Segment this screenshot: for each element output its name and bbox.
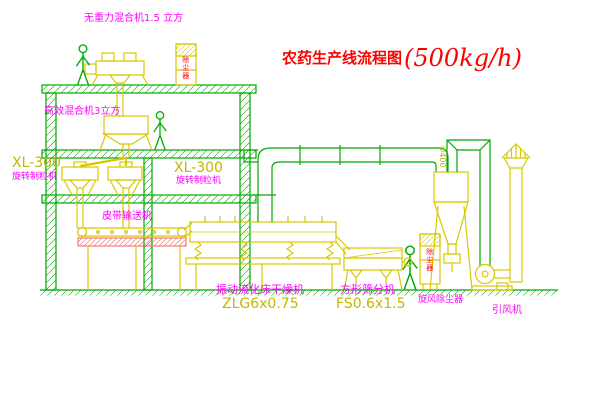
label-dryer-name: 振动流化床干燥机 [216, 283, 304, 296]
granulator-mid [107, 161, 143, 228]
cabinet-top-text: 除尘器 [181, 56, 190, 80]
label-dryer-model: ZLG6x0.75 [222, 296, 299, 312]
granulator-left [61, 161, 99, 228]
induced-draft-fan [471, 263, 513, 291]
label-fan: 引风机 [492, 305, 522, 316]
label-sieve-model: FS0.6x1.5 [336, 296, 406, 312]
label-belt-conveyor: 皮带输送机 [102, 211, 152, 222]
cabinet-right-text: 除尘器 [425, 248, 434, 272]
label-granulator-left-name: 旋转制粒机 [12, 172, 58, 182]
fluid-bed-dryer [183, 216, 351, 290]
exhaust-duct [243, 145, 449, 222]
top-mixer [84, 52, 149, 116]
worker-figure [153, 111, 167, 151]
label-granulator-mid-name: 旋转制粒机 [176, 176, 222, 186]
worker-figure [402, 245, 418, 291]
label-sieve-name: 方形筛分机 [340, 283, 395, 296]
building-structure [41, 84, 257, 291]
dust-collector-cabinet-top [175, 43, 197, 86]
exhaust-stack [501, 143, 531, 283]
worker-figure [75, 44, 91, 86]
label-top-mixer: 无重力混合机1.5 立方 [84, 13, 184, 24]
label-duct-diameter: Φ400 [437, 146, 447, 168]
label-granulator-left-model: XL-300 [12, 155, 61, 171]
fan-duct [446, 139, 491, 266]
label-mixer2: 高效混合机3立方 [44, 106, 121, 117]
label-cyclone: 旋风除尘器 [418, 295, 464, 305]
cyclone-separator [429, 171, 473, 291]
page-title: 农药生产线流程图 (500kg/h) [282, 44, 522, 72]
title-capacity: (500kg/h) [404, 44, 522, 72]
title-text: 农药生产线流程图 [282, 49, 403, 67]
high-efficiency-mixer [79, 115, 153, 168]
square-sieve [343, 247, 413, 291]
belt-conveyor [76, 226, 188, 290]
label-granulator-mid-model: XL-300 [174, 160, 223, 176]
